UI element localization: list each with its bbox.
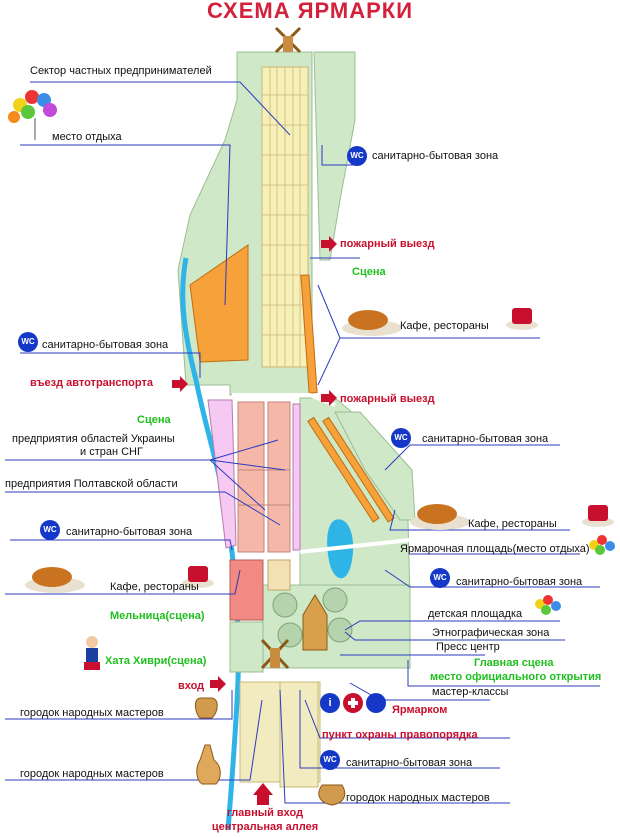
jug-icon-2 — [196, 744, 221, 785]
label-main-entrance-1: главный вход — [226, 807, 304, 819]
wc-icon: WC — [347, 146, 367, 166]
label-fire-exit-1: пожарный выезд — [340, 238, 435, 250]
drink-icon-1 — [506, 308, 538, 330]
wc-icon: WC — [320, 750, 340, 770]
page-title: СХЕМА ЯРМАРКИ — [206, 0, 414, 23]
balloons-icon-2 — [589, 535, 615, 555]
label-wc-3: санитарно-бытовая зона — [422, 433, 549, 445]
zone-salmon-2 — [267, 401, 291, 553]
label-ethno: Этнографическая зона — [432, 627, 550, 639]
church — [302, 594, 328, 651]
label-fire-exit-2: пожарный выезд — [340, 393, 435, 405]
label-wc-2: санитарно-бытовая зона — [42, 339, 169, 351]
info-icons — [320, 693, 386, 713]
ethno-huts — [272, 587, 353, 648]
label-khata: Хата Хиври(сцена) — [105, 655, 207, 667]
arrow-entrance — [210, 676, 226, 692]
label-main-stage-2: место официального открытия — [430, 671, 602, 683]
label-entrance: вход — [178, 680, 205, 692]
label-fair-square: Ярмарочная площадь(место отдыха) — [400, 543, 590, 555]
info-icon: i — [328, 697, 332, 709]
label-wc-6: санитарно-бытовая зона — [346, 757, 473, 769]
label-regions-2: и стран СНГ — [80, 446, 143, 458]
label-main-stage-1: Главная сцена — [474, 657, 554, 669]
zone-tan — [267, 559, 291, 591]
arrow-main-entrance — [253, 783, 273, 805]
zone-salmon-1 — [237, 401, 265, 553]
balloons-icon-3 — [535, 595, 561, 615]
label-playground: детская площадка — [428, 608, 523, 620]
label-wc-1: санитарно-бытовая зона — [372, 150, 499, 162]
wc-icon: WC — [430, 568, 450, 588]
label-regions-1: предприятия областей Украины — [12, 433, 175, 445]
label-press: Пресс центр — [436, 641, 500, 653]
market-grid — [262, 67, 308, 367]
road-cross — [299, 538, 411, 554]
label-yarmarkom: Ярмарком — [392, 704, 448, 716]
park-area-strip — [313, 51, 356, 261]
label-cafe-3: Кафе, рестораны — [110, 581, 199, 593]
label-vehicle-entry: въезд автотранспорта — [30, 377, 153, 389]
label-craftsmen-3: городок народных мастеров — [346, 792, 490, 804]
label-stage-1: Сцена — [352, 266, 386, 278]
wc-icon: WC — [18, 332, 38, 352]
label-craftsmen-2: городок народных мастеров — [20, 768, 164, 780]
cafe-diagonal-1 — [322, 416, 395, 523]
arrow-fire-exit-2 — [321, 390, 337, 406]
label-poltava: предприятия Полтавской области — [5, 478, 178, 490]
windmill-lower-body — [270, 648, 280, 668]
drink-icon-2 — [582, 505, 614, 527]
wc-icon: WC — [391, 428, 411, 448]
balloons-icon-1 — [8, 90, 57, 140]
leader-lines — [5, 81, 600, 804]
label-cafe-2: Кафе, рестораны — [468, 518, 557, 530]
windmill-top-body — [283, 36, 293, 52]
label-cafe-1: Кафе, рестораны — [400, 320, 489, 332]
jug-icon-1 — [194, 697, 218, 719]
label-wc-4: санитарно-бытовая зона — [66, 526, 193, 538]
pot-icon — [318, 784, 346, 806]
craftsmen-zone-2 — [279, 681, 319, 788]
drink-icon-3 — [182, 566, 214, 588]
rest-zone-orange — [189, 244, 249, 363]
roast-icon-2 — [410, 504, 470, 530]
wc-icon: WC — [40, 520, 60, 540]
label-craftsmen-1: городок народных мастеров — [20, 707, 164, 719]
label-private-sector: Сектор частных предпринимателей — [30, 65, 212, 77]
label-masterclass: мастер-классы — [432, 686, 509, 698]
roast-icon-1 — [342, 310, 402, 336]
cafe-strip — [300, 274, 318, 394]
roast-icon-3 — [25, 567, 85, 593]
zone-red — [229, 559, 264, 621]
arrow-fire-exit-1 — [321, 236, 337, 252]
zone-green-block — [229, 621, 264, 673]
label-rest-place: место отдыха — [52, 131, 122, 143]
label-wc-5: санитарно-бытовая зона — [456, 576, 583, 588]
cafe-diagonal-2 — [307, 416, 380, 523]
arrow-vehicle-entry — [172, 376, 188, 392]
cossack-icon — [84, 636, 100, 670]
zone-pink-strip — [292, 403, 301, 551]
label-stage-2: Сцена — [137, 414, 171, 426]
label-mill-stage: Мельница(сцена) — [110, 610, 205, 622]
label-police: пункт охраны правопорядка — [322, 729, 478, 741]
zone-pink — [207, 399, 237, 549]
label-main-entrance-2: центральная аллея — [211, 821, 319, 833]
